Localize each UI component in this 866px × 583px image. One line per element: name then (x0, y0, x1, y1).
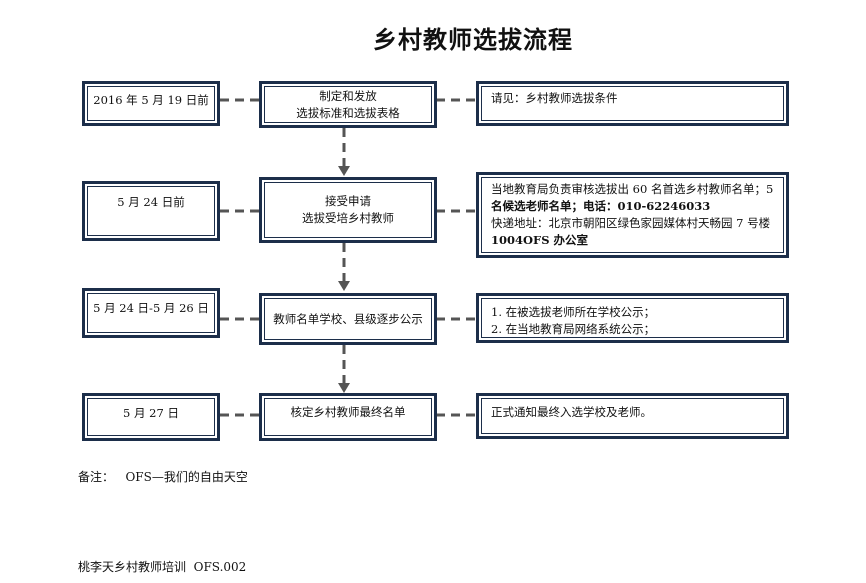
remark-text: 备注： OFS—我们的自由天空 (78, 470, 248, 484)
note-line: 当地教育局负责审核选拔出 60 名首选乡村教师名单；5 (491, 182, 774, 196)
note-box-2: 当地教育局负责审核选拔出 60 名首选乡村教师名单；5 名候选老师名单；电话：0… (476, 172, 789, 258)
note-line: 正式通知最终入选学校及老师。 (491, 405, 652, 419)
note-line: 1004OFS 办公室 (491, 233, 588, 247)
note-line: 请见：乡村教师选拔条件 (491, 91, 618, 105)
note-line: 快递地址：北京市朝阳区绿色家园媒体村天畅园 7 号楼 (491, 216, 771, 230)
step-line: 接受申请 (325, 194, 371, 208)
note-line: 2. 在当地教育局网络系统公示； (491, 322, 656, 336)
footer-text: 桃李天乡村教师培训 OFS.002 (78, 560, 247, 574)
date-box-3: 5 月 24 日-5 月 26 日 (82, 288, 220, 338)
note-box-4: 正式通知最终入选学校及老师。 (476, 393, 789, 439)
arrow-head-2 (338, 281, 350, 291)
step-line: 制定和发放 (319, 88, 377, 103)
step-line: 核定乡村教师最终名单 (290, 405, 406, 419)
date-box-4: 5 月 27 日 (82, 393, 220, 441)
note-box-1: 请见：乡村教师选拔条件 (476, 81, 789, 126)
date-box-1: 2016 年 5 月 19 日前 (82, 81, 220, 126)
page-title: 乡村教师选拔流程 (373, 26, 573, 54)
date-box-2: 5 月 24 日前 (82, 181, 220, 241)
step-line: 教师名单学校、县级逐步公示 (273, 311, 423, 326)
step-line: 选拔标准和选拔表格 (296, 105, 400, 120)
arrow-head-1 (338, 166, 350, 176)
step-line: 选拔受培乡村教师 (302, 211, 394, 225)
arrow-head-3 (338, 383, 350, 393)
step-box-4: 核定乡村教师最终名单 (259, 393, 437, 441)
note-box-3: 1. 在被选拔老师所在学校公示； 2. 在当地教育局网络系统公示； (476, 293, 789, 343)
date-label: 2016 年 5 月 19 日前 (93, 93, 209, 107)
step-box-2: 接受申请 选拔受培乡村教师 (259, 177, 437, 243)
date-label: 5 月 27 日 (123, 406, 179, 420)
date-label: 5 月 24 日前 (117, 195, 185, 209)
note-line: 名候选老师名单；电话：010-62246033 (491, 199, 711, 213)
note-line: 1. 在被选拔老师所在学校公示； (491, 305, 656, 319)
step-box-3: 教师名单学校、县级逐步公示 (259, 293, 437, 345)
date-label: 5 月 24 日-5 月 26 日 (93, 301, 209, 315)
step-box-1: 制定和发放 选拔标准和选拔表格 (259, 81, 437, 128)
